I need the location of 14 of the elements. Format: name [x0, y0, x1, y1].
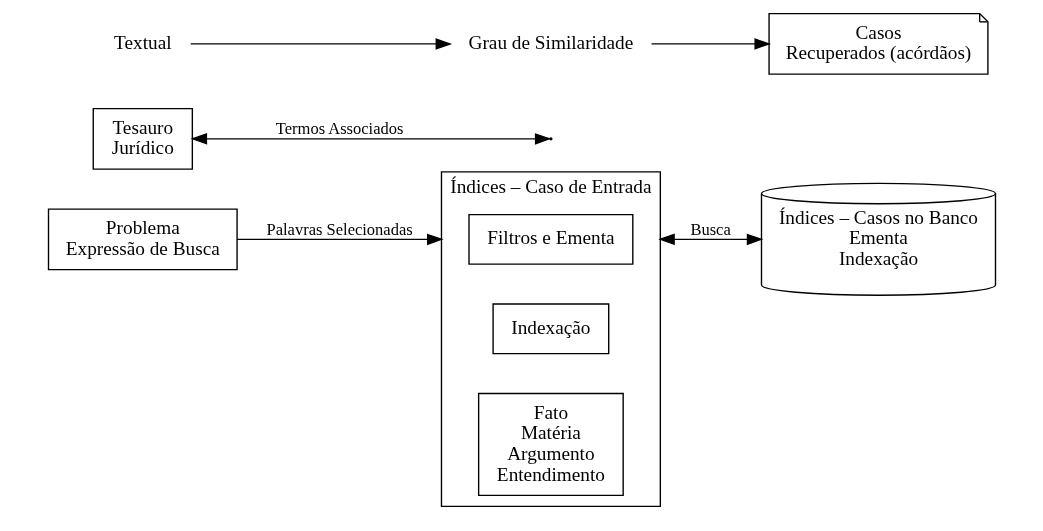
arrow	[657, 233, 763, 246]
edge-label: Palavras Selecionadas	[266, 219, 413, 239]
node-box: Problema Expressão de Busca	[47, 208, 238, 271]
node-box: Filtros e Ementa	[467, 213, 633, 265]
arrow	[235, 233, 444, 246]
node-box: Fato Matéria Argumento Entendimento	[477, 392, 624, 497]
arrow	[650, 38, 771, 50]
node-box: Tesauro Jurídico	[92, 107, 193, 170]
edge-label: Busca	[689, 219, 731, 239]
node-text: Textual	[113, 31, 172, 53]
node-text: Grau de Similaridade	[468, 31, 633, 53]
arrow	[189, 38, 452, 50]
node-box: Indexação	[491, 303, 609, 355]
edge-label: Termos Associados	[275, 119, 403, 139]
